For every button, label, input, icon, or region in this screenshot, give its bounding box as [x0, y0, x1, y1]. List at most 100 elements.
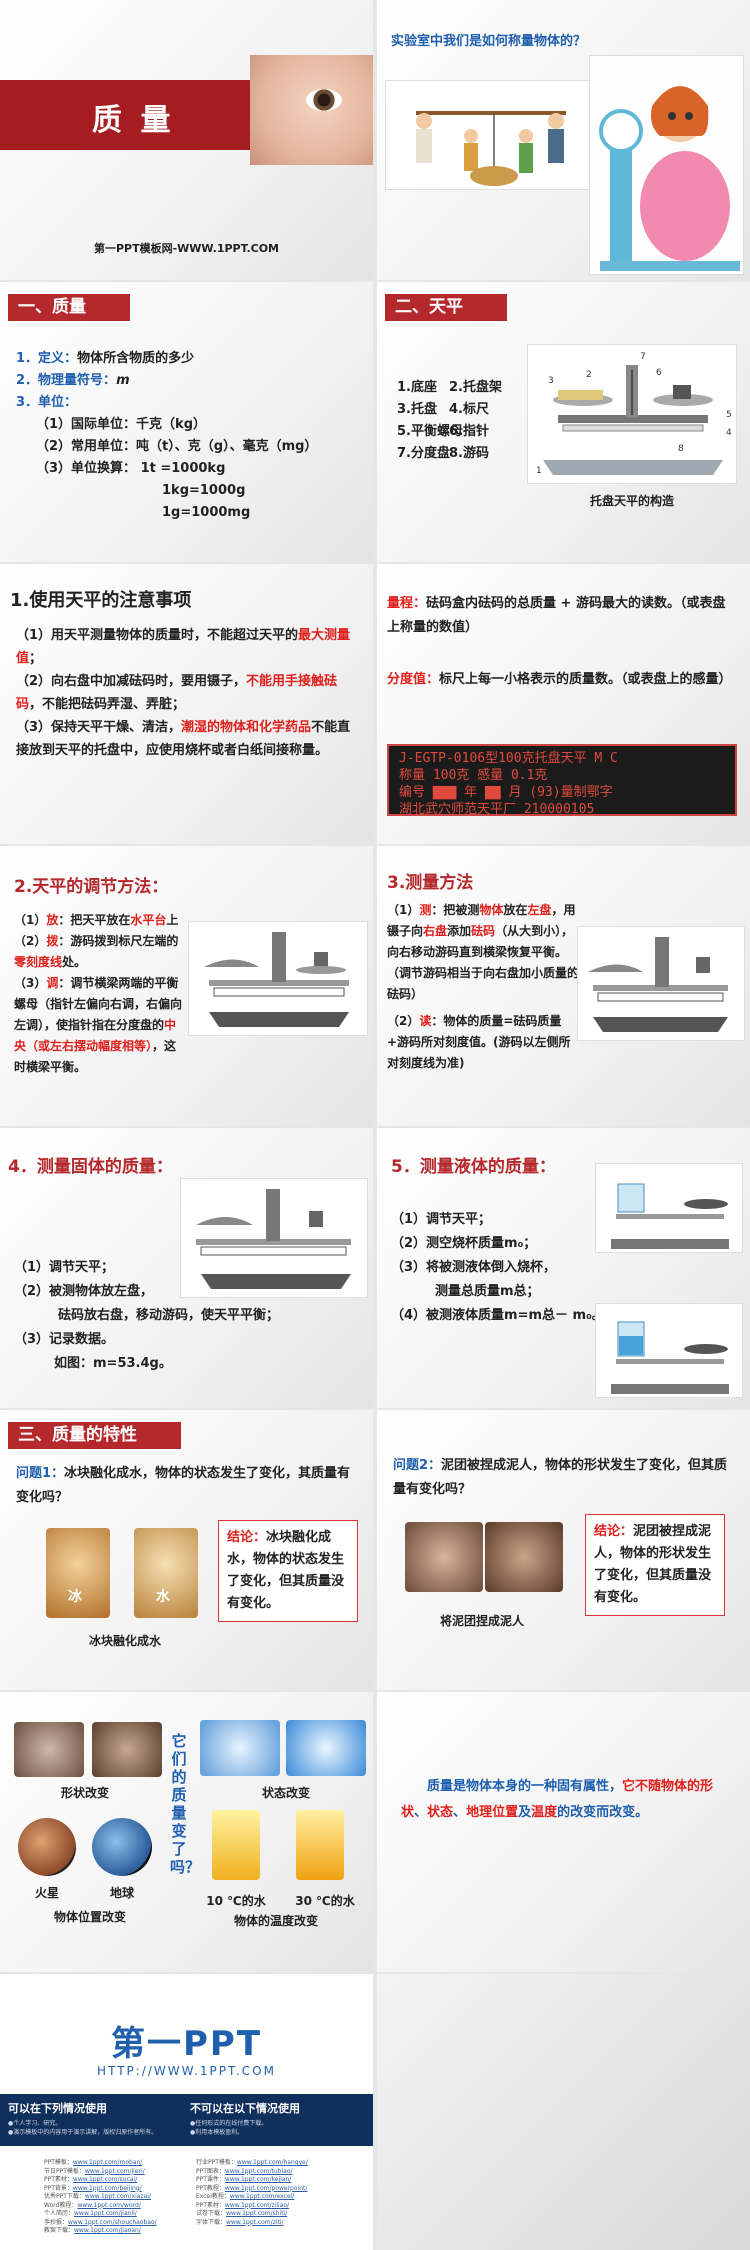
mars-label: 火星 — [34, 1886, 59, 1900]
title-band: 质 量 — [0, 80, 250, 150]
link[interactable]: www.1ppt.com/jieri/ — [84, 2167, 145, 2175]
balance-svg — [204, 932, 349, 1027]
vertical-question: 它们的质量变了吗？ — [170, 1732, 201, 1876]
part-num-5: 5 — [726, 410, 732, 420]
clay-image — [14, 1722, 84, 1777]
part-num-2: 2 — [586, 370, 592, 380]
balance-nameplate: J-EGTP-0106型100克托盘天平 M C 称量 100克 感量 0.1克… — [387, 744, 737, 817]
method-title: 3.测量方法 — [387, 873, 474, 893]
clay-figure-image — [92, 1722, 162, 1777]
link[interactable]: www.1ppt.com/word/ — [77, 2201, 141, 2209]
site-text: 第一PPT模板网-WWW.1PPT.COM — [93, 242, 280, 255]
range-block: 量程：砝码盒内砝码的总质量 + 游码最大的读数。（或表盘上称量的数值） — [387, 596, 726, 635]
method-steps: （1）测：把被测物体放在左盘，用镊子向右盘添加砝码（从大到小），向右移动游码直到… — [387, 903, 580, 1070]
link[interactable]: www.1ppt.com/moban/ — [72, 2159, 143, 2166]
conclusion-1: 结论：冰块融化成水，物体的状态发生了变化，但其质量没有变化。 — [218, 1520, 358, 1622]
balance-svg — [196, 1189, 351, 1289]
temp-change-label: 物体的温度改变 — [233, 1914, 318, 1928]
water-30-label: 30 ℃的水 — [295, 1894, 355, 1908]
clay-ball-image — [405, 1522, 483, 1592]
beaker-balance-svg — [611, 1321, 729, 1394]
part-num-8: 8 — [678, 444, 684, 454]
water-10-label: 10 ℃的水 — [206, 1894, 266, 1908]
question-2: 问题2：泥团被捏成泥人，物体的形状发生了变化，但其质量有变化吗？ — [393, 1458, 728, 1497]
people-weighing-illustration — [385, 80, 597, 190]
part-num-6: 6 — [656, 368, 662, 378]
notes-title: 1.使用天平的注意事项 — [10, 590, 192, 611]
slide-title-text: 质 量 — [92, 103, 175, 138]
adjust-steps: （1）放：把天平放在水平台上 （2）拨：游码拨到标尺左端的零刻度线处。 （3）调… — [14, 913, 183, 1074]
conclusion-2: 结论：泥团被捏成泥人，物体的形状发生了变化，但其质量没有变化。 — [585, 1514, 725, 1616]
slide-summary: 质量是物体本身的一种固有属性，它不随物体的形状、状态、地理位置及温度的改变而改变… — [377, 1692, 750, 1972]
balance-caption: 托盘天平的构造 — [589, 494, 674, 508]
slide-title: 质 量 第一PPT模板网-WWW.1PPT.COM — [0, 0, 373, 280]
unit-line-1: （1）国际单位：千克（kg） — [36, 417, 206, 432]
part-num-1: 1 — [536, 466, 542, 476]
slide-mass-definition: 一、质量 1．定义：物体所含物质的多少 2．物理量符号：m 3．单位： （1）国… — [0, 282, 373, 562]
slide-blank — [377, 1974, 750, 2250]
question-1: 问题1：冰块融化成水，物体的状态发生了变化，其质量有变化吗？ — [16, 1466, 351, 1505]
liquid-steps: （1）调节天平； （2）测空烧杯质量m₀； （3）将被测液体倒入烧杯， 测量总质… — [391, 1212, 605, 1323]
section-tag: 二、天平 — [385, 294, 507, 321]
slide-measure-method: 3.测量方法 （1）测：把被测物体放在左盘，用镊子向右盘添加砝码（从大到小），向… — [377, 846, 750, 1126]
link[interactable]: www.1ppt.com/excel/ — [229, 2193, 295, 2200]
link[interactable]: www.1ppt.com/powerpoint/ — [224, 2184, 308, 2192]
cup-10-image — [212, 1810, 260, 1880]
slide-weighing-question: 实验室中我们是如何称量物体的？ — [377, 0, 750, 280]
link[interactable]: www.1ppt.com/shouchaobao/ — [68, 2218, 157, 2226]
cannot-use: 不可以在以下情况使用●任何形式的在线付费下载。 ●利用本模板盈利。 — [190, 2102, 300, 2136]
notes-list: （1）用天平测量物体的质量时，不能超过天平的最大测量值； （2）向右盘中加减砝码… — [16, 624, 356, 762]
link[interactable]: www.1ppt.com/xiazai/ — [84, 2193, 151, 2200]
slide-liquid-mass: 5．测量液体的质量： （1）调节天平； （2）测空烧杯质量m₀； （3）将被测液… — [377, 1128, 750, 1408]
link[interactable]: www.1ppt.com/sucai/ — [72, 2176, 138, 2183]
link[interactable]: www.1ppt.com/ziliao/ — [224, 2201, 290, 2209]
link[interactable]: www.1ppt.com/tubiao/ — [224, 2167, 293, 2175]
slide-changes: 形状改变 火星 地球 物体位置改变 它们的质量变了吗？ 状态改变 10 ℃的水 … — [0, 1692, 373, 1972]
section-tag: 三、质量的特性 — [8, 1422, 181, 1449]
water-glass-image: 水 — [134, 1528, 198, 1618]
child-face-image — [250, 55, 373, 165]
part-num-4: 4 — [726, 428, 732, 438]
weighing-question: 实验室中我们是如何称量物体的？ — [391, 34, 587, 49]
beaker-balance-svg — [611, 1183, 729, 1249]
part-num-7: 7 — [640, 352, 646, 362]
summary-text: 质量是物体本身的一种固有属性，它不随物体的形状、状态、地理位置及温度的改变而改变… — [401, 1779, 714, 1820]
slide-credits: 第一PPT HTTP://WWW.1PPT.COM 可以在下列情况使用●个人学习… — [0, 1974, 373, 2250]
unit-line-4: 1kg=1000g — [162, 483, 246, 498]
link[interactable]: www.1ppt.com/jianli/ — [74, 2210, 137, 2217]
definition-list: 1．定义：物体所含物质的多少 2．物理量符号：m 3．单位： （1）国际单位：千… — [16, 348, 317, 524]
slide-property-ice: 三、质量的特性 问题1：冰块融化成水，物体的状态发生了变化，其质量有变化吗？ 冰… — [0, 1410, 373, 1690]
position-change-label: 物体位置改变 — [53, 1910, 126, 1924]
link[interactable]: www.1ppt.com/hangye/ — [236, 2159, 308, 2166]
unit-line-2: （2）常用单位：吨（t）、克（g）、毫克（mg） — [36, 439, 318, 454]
link[interactable]: www.1ppt.com/beijing/ — [72, 2184, 142, 2192]
unit-line-3: （3）单位换算： 1t =1000kg — [36, 461, 226, 476]
water-image — [286, 1720, 366, 1776]
usage-band: 可以在下列情况使用●个人学习、研究。 ●演示模板中的内容用于演示讲解，版权归原作… — [0, 2094, 373, 2146]
balance-diagram: 2 3 7 6 5 4 8 1 — [527, 344, 737, 484]
cup-30-image — [296, 1810, 344, 1880]
unit-line-5: 1g=1000mg — [162, 505, 251, 520]
woman-scale-svg — [599, 86, 740, 271]
link[interactable]: www.1ppt.com/ziti/ — [226, 2218, 284, 2226]
slide-balance-notes: 1.使用天平的注意事项 （1）用天平测量物体的质量时，不能超过天平的最大测量值；… — [0, 564, 373, 844]
logo-url[interactable]: HTTP://WWW.1PPT.COM — [97, 2064, 276, 2078]
balance-svg: 2 3 7 6 5 4 8 1 — [536, 352, 732, 476]
ice-caption: 冰块融化成水 — [88, 1634, 161, 1648]
link[interactable]: www.1ppt.com/jiaoan/ — [74, 2227, 141, 2234]
solid-title: 4．测量固体的质量： — [8, 1157, 173, 1177]
ice-glass-image: 冰 — [46, 1528, 110, 1618]
solid-steps: （1）调节天平； （2）被测物体放左盘， 砝码放右盘，移动游码，使天平平衡； （… — [14, 1260, 280, 1371]
slide-property-clay: 问题2：泥团被捏成泥人，物体的形状发生了变化，但其质量有变化吗？ 将泥团捏成泥人… — [377, 1410, 750, 1690]
clay-caption: 将泥团捏成泥人 — [439, 1614, 524, 1628]
state-change-label: 状态改变 — [261, 1786, 310, 1800]
slide-adjust: 2.天平的调节方法： （1）放：把天平放在水平台上 （2）拨：游码拨到标尺左端的… — [0, 846, 373, 1126]
balance-full-beaker — [595, 1303, 743, 1398]
shape-change-label: 形状改变 — [60, 1786, 109, 1800]
can-use: 可以在下列情况使用●个人学习、研究。 ●演示模板中的内容用于演示讲解，版权归原作… — [8, 2102, 158, 2136]
slide-solid-mass: 4．测量固体的质量： （1）调节天平； （2）被测物体放左盘， 砝码放右盘，移动… — [0, 1128, 373, 1408]
balance-image-method — [577, 926, 745, 1041]
link[interactable]: www.1ppt.com/kejian/ — [224, 2176, 292, 2183]
link[interactable]: www.1ppt.com/shiti/ — [226, 2210, 288, 2217]
clay-figure-image — [485, 1522, 563, 1592]
